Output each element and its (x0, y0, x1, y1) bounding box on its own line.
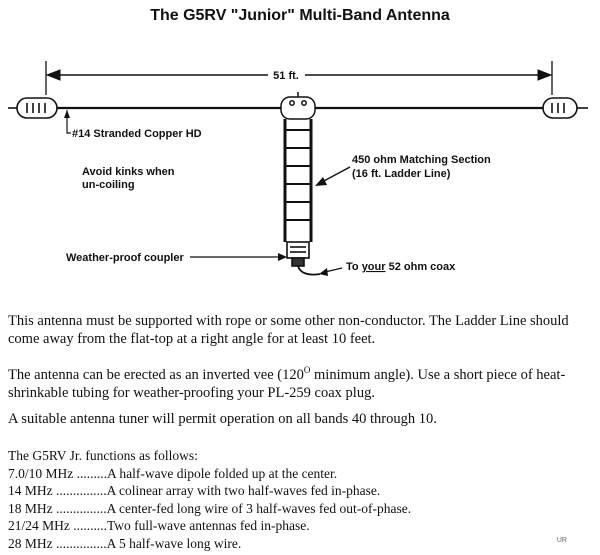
list-item: 7.0/10 MHz .........A half-wave dipole f… (8, 465, 338, 481)
center-insulator (280, 92, 316, 120)
kinks-note-line1: Avoid kinks when (82, 166, 175, 178)
coax-arrow-shaft (324, 267, 343, 273)
functions-heading: The G5RV Jr. functions as follows: (8, 448, 198, 463)
matching-section-line1: 450 ohm Matching Section (352, 154, 491, 166)
list-item: 18 MHz ...............A center-fed long … (8, 500, 412, 516)
list-item: 14 MHz ...............A colinear array w… (8, 483, 381, 498)
list-item: 21/24 MHz ..........Two full-wave antenn… (8, 518, 310, 533)
inverted-vee-paragraph: The antenna can be erected as an inverte… (8, 365, 566, 401)
left-insulator (8, 97, 58, 119)
functions-list: The G5RV Jr. functions as follows: 7.0/1… (8, 447, 596, 552)
right-insulator (542, 97, 588, 119)
tuner-paragraph: A suitable antenna tuner will permit ope… (8, 411, 437, 427)
antenna-diagram: 51 ft. (8, 61, 588, 276)
matching-arrow-shaft (321, 166, 351, 183)
span-dimension (45, 61, 553, 95)
coupler-label: Weather-proof coupler (66, 252, 184, 264)
kinks-note-line2: un-coiling (82, 179, 135, 191)
wire-label: #14 Stranded Copper HD (72, 128, 202, 140)
watermark: UR (556, 537, 567, 544)
page-title: The G5RV "Junior" Multi-Band Antenna (150, 7, 450, 24)
coax-label: To your 52 ohm coax (346, 261, 456, 273)
coax-cable (297, 265, 321, 276)
coupler-arrowhead (278, 253, 287, 261)
weatherproof-coupler (286, 241, 310, 267)
span-label: 51 ft. (273, 70, 299, 82)
right-arrowhead (537, 69, 553, 81)
coax-arrowhead (319, 268, 328, 276)
ladder-line (283, 119, 313, 242)
list-item: 28 MHz ...............A 5 half-wave long… (8, 535, 242, 551)
matching-section-line2: (16 ft. Ladder Line) (352, 168, 451, 180)
left-arrowhead (45, 69, 61, 81)
support-paragraph: This antenna must be supported with rope… (8, 313, 569, 347)
wire-leader-arrowhead (64, 110, 70, 118)
matching-arrowhead (315, 177, 327, 186)
